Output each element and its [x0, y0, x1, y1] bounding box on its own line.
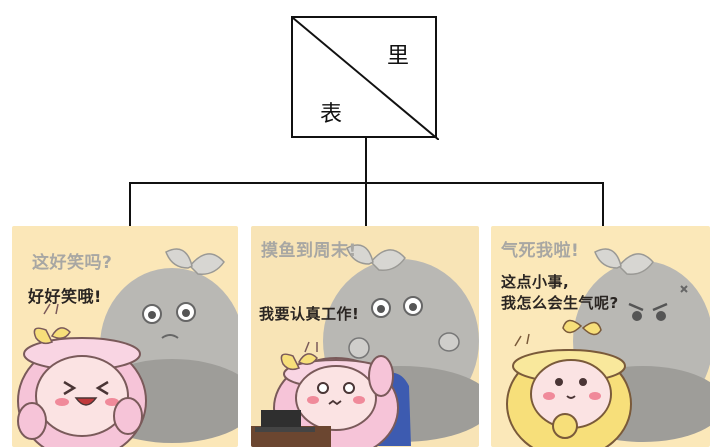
panel-angry-illustration [506, 248, 710, 447]
root-label-top-right: 里 [387, 44, 410, 69]
panel-laughing-illustration [17, 248, 238, 447]
panel-angry-outer-caption: 这点小事, 我怎么会生气呢? [501, 273, 619, 312]
root-node: 里 表 [291, 16, 439, 140]
root-label-bottom-left: 表 [320, 102, 343, 127]
panel-laughing-inner-caption: 这好笑吗? [32, 253, 113, 273]
panel-working-outer-caption: 我要认真工作! [259, 305, 360, 323]
panel-angry-inner-caption: 气死我啦! [501, 241, 580, 261]
panel-laughing: 这好笑吗? 好好笑哦! [12, 226, 238, 447]
panel-working: 摸鱼到周末! 我要认真工作! [251, 226, 479, 447]
diagonal-divider [293, 18, 439, 140]
panel-angry: 气死我啦! 这点小事, 我怎么会生气呢? [491, 226, 710, 447]
panel-working-inner-caption: 摸鱼到周末! [261, 241, 357, 261]
panel-laughing-outer-caption: 好好笑哦! [28, 287, 102, 306]
panel-working-illustration [251, 244, 479, 447]
